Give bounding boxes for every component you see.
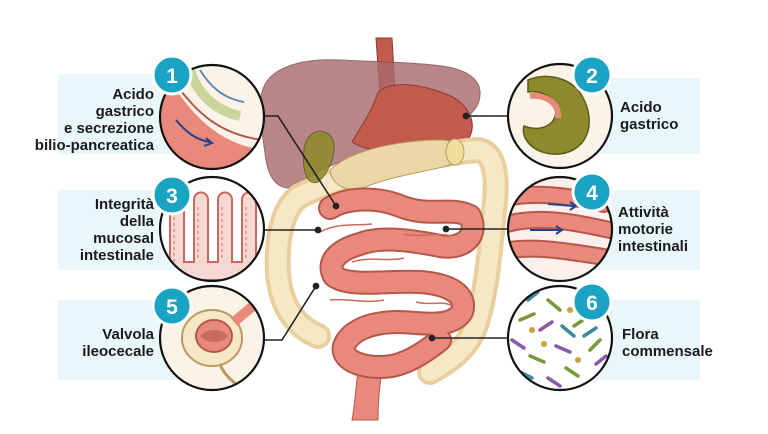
label-2: Acido gastrico <box>620 99 678 133</box>
label-5: Valvola ileocecale <box>82 326 154 360</box>
label-5-line-1: Valvola <box>82 326 154 343</box>
badge-4-number: 4 <box>586 182 598 205</box>
label-5-line-2: ileocecale <box>82 343 154 360</box>
label-1-line-3: e secrezione <box>35 120 154 137</box>
label-6: Flora commensale <box>622 326 713 360</box>
label-6-line-2: commensale <box>622 343 713 360</box>
label-3-line-4: intestinale <box>80 247 154 264</box>
badge-5: 5 <box>153 287 191 325</box>
label-4-line-2: motorie <box>618 221 688 238</box>
label-6-line-1: Flora <box>622 326 713 343</box>
label-2-line-1: Acido <box>620 99 678 116</box>
label-3-line-3: mucosal <box>80 230 154 247</box>
badge-2-number: 2 <box>586 65 598 88</box>
label-3: Integrità della mucosal intestinale <box>80 196 154 264</box>
badge-3: 3 <box>153 176 191 214</box>
badge-1-number: 1 <box>166 65 178 88</box>
label-1: Acido gastrico e secrezione bilio-pancre… <box>35 86 154 154</box>
label-4-line-3: intestinali <box>618 238 688 255</box>
label-1-line-1: Acido <box>35 86 154 103</box>
label-1-line-2: gastrico <box>35 103 154 120</box>
label-3-line-1: Integrità <box>80 196 154 213</box>
label-2-line-2: gastrico <box>620 116 678 133</box>
label-4-line-1: Attività <box>618 204 688 221</box>
badge-5-number: 5 <box>166 296 178 319</box>
label-4: Attività motorie intestinali <box>618 204 688 255</box>
badge-2: 2 <box>573 56 611 94</box>
badge-6-number: 6 <box>586 292 598 315</box>
badge-6: 6 <box>573 283 611 321</box>
small-intestine <box>320 200 473 368</box>
badge-1: 1 <box>153 56 191 94</box>
label-1-line-4: bilio-pancreatica <box>35 137 154 154</box>
label-3-line-2: della <box>80 213 154 230</box>
badge-4: 4 <box>573 173 611 211</box>
badge-3-number: 3 <box>166 185 178 208</box>
